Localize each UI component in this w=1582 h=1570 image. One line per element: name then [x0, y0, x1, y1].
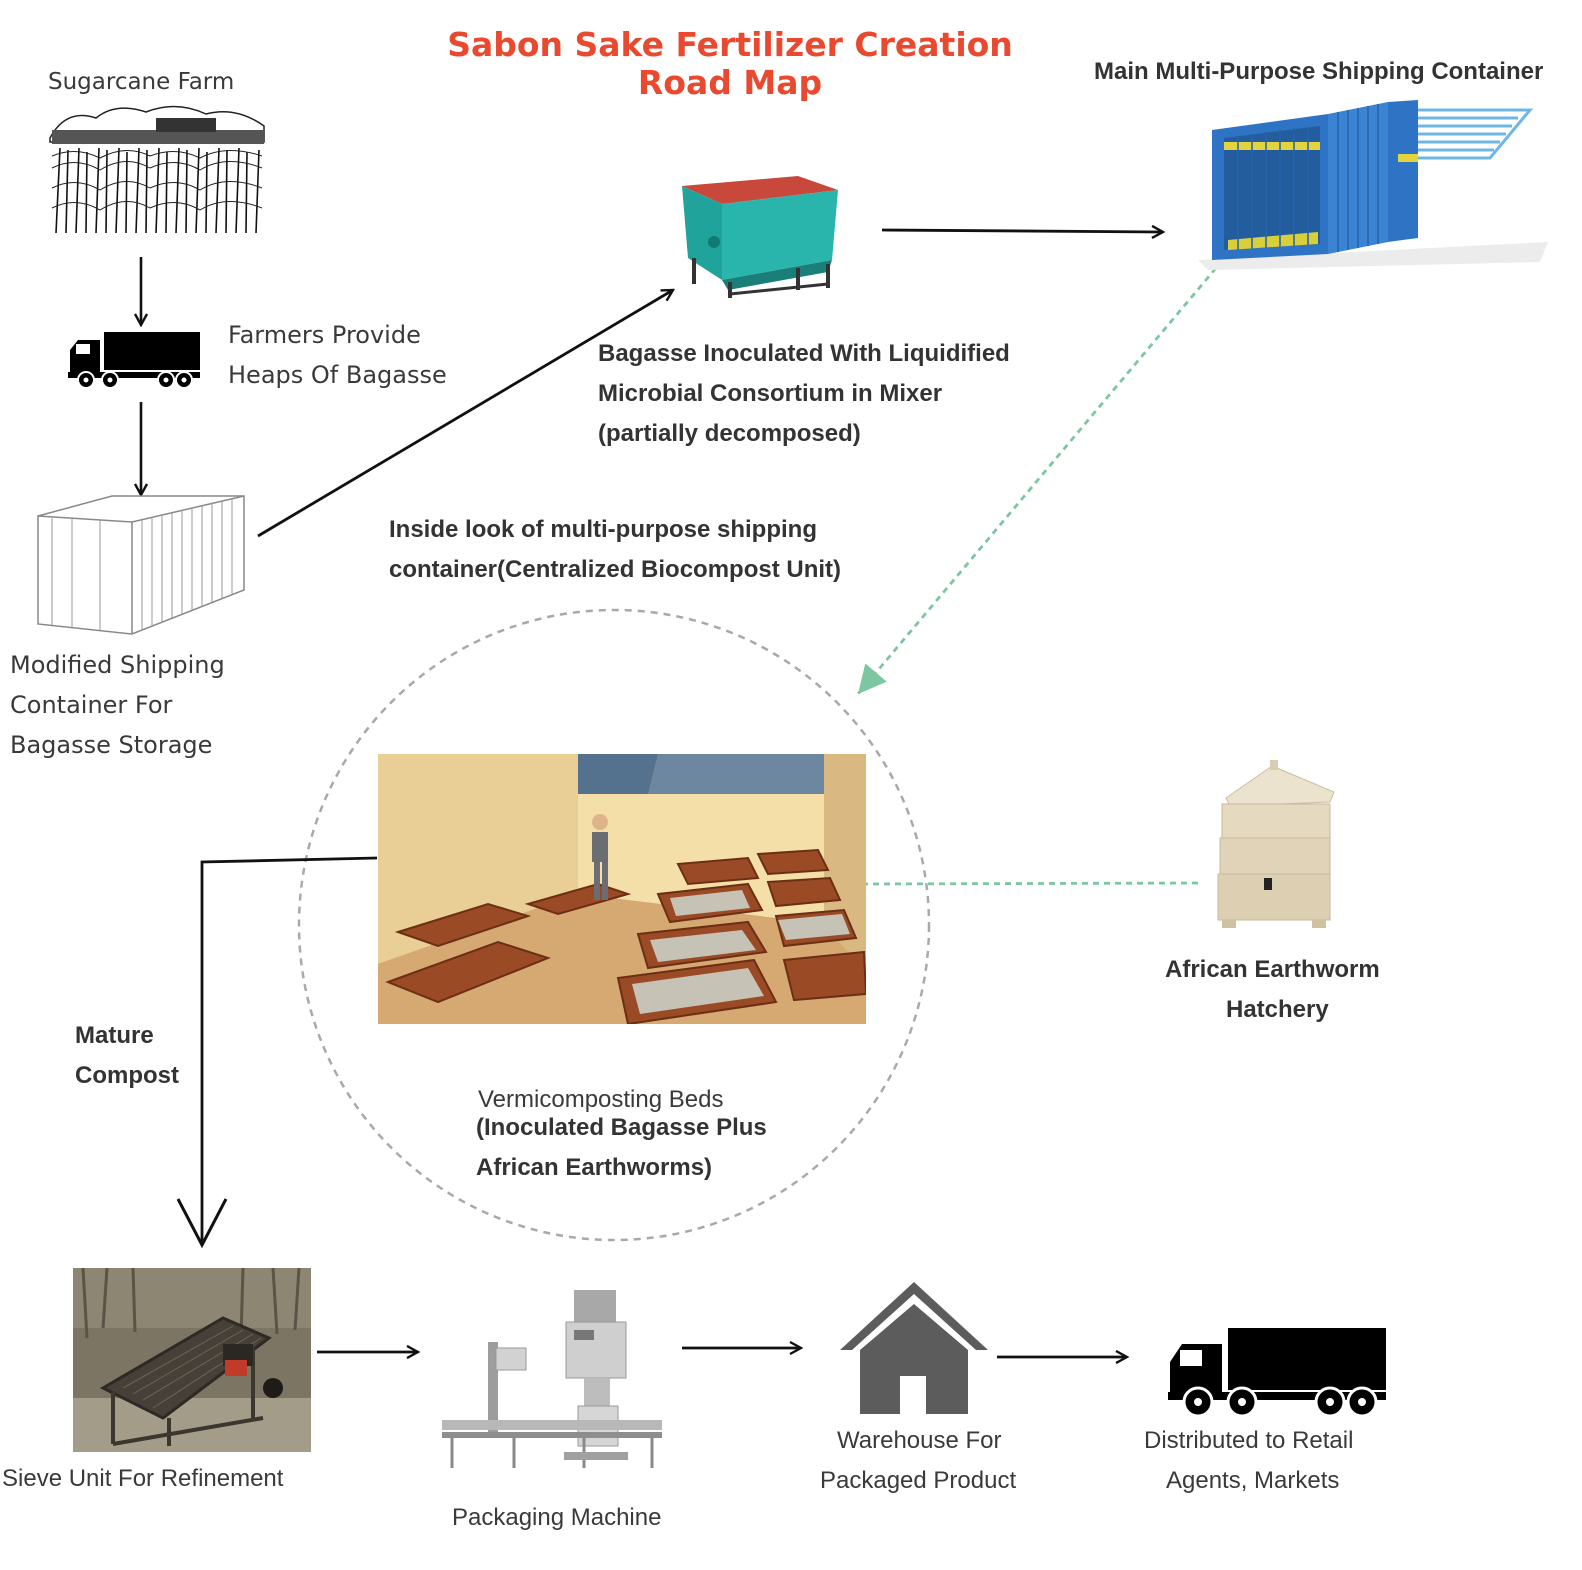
mature-compost-label-line2: Compost — [75, 1062, 179, 1089]
sieve-label: Sieve Unit For Refinement — [2, 1465, 284, 1492]
arrow-beds-to-sieve — [176, 856, 378, 1249]
hatchery-label-line2: Hatchery — [1226, 996, 1329, 1023]
warehouse-label-line1: Warehouse For — [837, 1427, 1002, 1454]
sugarcane-field-sketch-icon — [46, 98, 270, 233]
arrow-storage-to-mixer — [257, 290, 673, 538]
link-hatchery-to-beds — [861, 881, 1203, 886]
mixer-label-line1: Bagasse Inoculated With Liquidified — [598, 340, 1010, 367]
house-icon — [836, 1278, 992, 1418]
distribution-label-line2: Agents, Markets — [1166, 1467, 1340, 1494]
inside-look-label-line1: Inside look of multi-purpose shipping — [389, 516, 817, 543]
packaging-machine-icon — [434, 1282, 670, 1472]
mixer-label-line3: (partially decomposed) — [598, 420, 861, 447]
inside-look-label-line2: container(Centralized Biocompost Unit) — [389, 556, 842, 583]
arrow-mixer-to-container — [881, 230, 1163, 232]
mixer-machine-icon — [678, 172, 844, 300]
vermicompost-label-line1: Vermicomposting Beds — [478, 1086, 724, 1113]
farmers-provide-label-line2: Heaps Of Bagasse — [228, 361, 447, 389]
vermicompost-room-icon — [378, 754, 866, 1024]
storage-label-line3: Bagasse Storage — [10, 731, 213, 759]
hatchery-label-line1: African Earthworm — [1165, 956, 1380, 983]
sieve-unit-icon — [73, 1268, 311, 1452]
vermicompost-label-line2: (Inoculated Bagasse Plus — [476, 1114, 767, 1141]
storage-label-line2: Container For — [10, 691, 173, 719]
distribution-label-line1: Distributed to Retail — [1144, 1427, 1354, 1454]
shipping-container-outline-icon — [32, 492, 248, 640]
distribution-truck-icon — [1168, 1326, 1388, 1418]
truck-icon — [66, 328, 202, 390]
packaging-label: Packaging Machine — [452, 1504, 662, 1531]
warehouse-label-line2: Packaged Product — [820, 1467, 1017, 1494]
diagram-title-line2: Road Map — [637, 63, 823, 102]
main-container-label: Main Multi-Purpose Shipping Container — [1094, 58, 1544, 85]
mature-compost-label-line1: Mature — [75, 1022, 154, 1049]
vermicompost-label-line3: African Earthworms) — [476, 1154, 713, 1181]
diagram-title-line1: Sabon Sake Fertilizer Creation — [447, 25, 1013, 64]
farmers-provide-label-line1: Farmers Provide — [228, 321, 421, 349]
blue-shipping-container-icon — [1188, 92, 1554, 270]
sugarcane-farm-label: Sugarcane Farm — [48, 69, 235, 95]
biocompost-unit-circle — [297, 608, 931, 1242]
worm-bin-icon — [1212, 760, 1340, 928]
arrow-container-to-biocompost — [856, 267, 1218, 695]
storage-label-line1: Modified Shipping — [10, 651, 225, 679]
mixer-label-line2: Microbial Consortium in Mixer — [598, 380, 943, 407]
